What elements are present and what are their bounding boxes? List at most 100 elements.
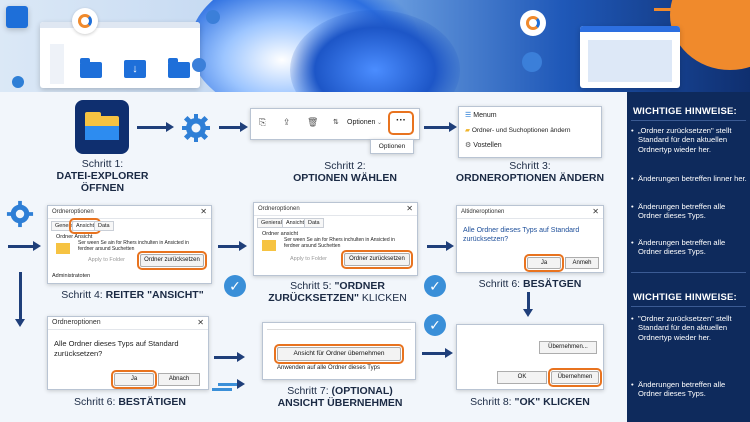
dialog-footer-step8: Übernehmen... OK Übernehmen (456, 324, 604, 390)
hint-item: "Ordner zurücksetzen" stellt Standard fü… (631, 314, 748, 342)
gear-icon (182, 114, 210, 142)
footer-label: Administratoten (52, 273, 91, 279)
reset-folders-button[interactable]: Ordner zurücksetzen (137, 251, 207, 270)
explorer-toolbar: ⎘ ⇪ 🗑 ⇅ Optionen ⌄ ··· (250, 108, 420, 140)
folder-options-dialog-step5: Ordneroptionen✕ Genieral Ansicht Data Or… (253, 202, 418, 276)
yes-button[interactable]: Ja (524, 254, 564, 272)
description-text: Ser ween Se ain for Rhers inchulten in A… (284, 237, 395, 249)
hints-title: WICHTIGE HINWEISE: (633, 292, 737, 303)
confirm-dialog-step6b: Ordneroptionen✕ Alle Ordner dieses Typs … (47, 316, 209, 390)
flow-arrow (427, 241, 454, 251)
flow-arrow (218, 241, 247, 251)
hint-item: Änderungen betreffen alle Ordner dieses … (631, 380, 748, 399)
step6b-caption: Schritt 6: BESTÄTIGEN (73, 396, 187, 408)
check-icon: ✓ (424, 314, 446, 336)
share-icon[interactable]: ⇪ (283, 117, 291, 127)
apply-small-button[interactable]: Übernehmen... (539, 341, 597, 354)
confirm-message: Alle Ordner dieses Typs auf Standard zur… (54, 339, 179, 358)
sidebar-strip (50, 44, 64, 84)
apply-to-folder-button[interactable]: Apply to Folder (290, 256, 327, 262)
menu-item-folder-search-options[interactable]: ▰ Ordner- und Suchoptionen ändern (465, 127, 571, 134)
divider (267, 325, 411, 330)
description-text: Ser ween Se ain for Rhers inchulten in A… (78, 240, 189, 252)
yes-button[interactable]: Ja (111, 370, 157, 389)
gear-icon (206, 10, 220, 24)
folder-options-dialog-step4: Ordneroptionen✕ General Ansicht Data Ord… (47, 205, 212, 284)
reset-folders-button[interactable]: Ordner zurücksetzen (341, 250, 413, 269)
gear-icon (522, 52, 542, 72)
gear-icon: ⚙ (465, 142, 472, 149)
flow-arrow-down (523, 292, 533, 317)
toolbar-options-label[interactable]: Optionen (347, 119, 376, 126)
menu-item-menum[interactable]: ☰ Menum (465, 112, 497, 119)
windows-logo-icon (6, 6, 28, 28)
hint-item: „Ordner zurücksetzen" stellt Standard fü… (631, 126, 748, 154)
menu-item-vostellen[interactable]: ⚙ Vostellen (465, 142, 502, 149)
hints-panel: WICHTIGE HINWEISE: „Ordner zurücksetzen"… (627, 92, 750, 422)
folder-icon (80, 58, 102, 78)
download-icon: ↓ (124, 60, 146, 78)
explorer-illustration: ↓ (40, 22, 200, 88)
apply-button[interactable]: Übernehmen (548, 368, 602, 387)
cancel-button[interactable]: Anmeh (565, 257, 599, 269)
apply-view-panel: Ansicht für Ordner übernehmen Anwenden a… (262, 322, 416, 380)
cancel-button[interactable]: Abnach (158, 373, 200, 386)
sort-icon[interactable]: ⇅ (333, 119, 339, 126)
chevron-down-icon: ⌄ (377, 120, 383, 126)
folder-icon: ▰ (465, 127, 470, 134)
trash-icon[interactable]: 🗑 (307, 117, 319, 127)
group-label: Ordner Ansicht (56, 234, 93, 240)
flow-arrow-down (15, 272, 25, 327)
group-label: Ordner ansicht (262, 231, 299, 237)
flow-arrow (8, 241, 41, 251)
flow-arrow (424, 122, 457, 132)
gear-icon (192, 58, 206, 72)
divider (631, 306, 746, 307)
apply-to-folder-button[interactable]: Apply to Folder (88, 257, 125, 263)
divider (631, 272, 746, 273)
gear-icon (6, 200, 34, 228)
close-icon[interactable]: ✕ (592, 207, 599, 216)
hint-item: Änderungen betreffen linner her. (631, 174, 748, 184)
confirm-dialog-step6a: Altidneroptionen✕ Alle Ordner dieses Typ… (456, 205, 604, 273)
step8-caption: Schritt 8: "OK" KLICKEN (470, 396, 590, 408)
apply-description: Anwenden auf alle Ordner dieses Typs (277, 365, 380, 371)
flow-arrow (219, 122, 248, 132)
more-options-button[interactable]: ··· (388, 111, 414, 135)
step2-caption: Schritt 2: OPTIONEN WÄHLEN (293, 160, 397, 184)
folder-icon (56, 243, 70, 254)
close-icon[interactable]: ✕ (197, 318, 204, 327)
step1-caption: Schritt 1: DATEI-EXPLORER ÖFFNEN (56, 158, 149, 194)
divider (631, 120, 746, 121)
step4-caption: Schritt 4: REITER "ANSICHT" (61, 289, 204, 301)
flow-arrow (422, 348, 453, 358)
hint-item: Änderungen betreffen alle Ordner dieses … (631, 202, 748, 221)
step6a-caption: Schritt 6: BESÄTGEN (478, 278, 582, 290)
folder-icon (262, 240, 276, 251)
copy-icon[interactable]: ⎘ (259, 117, 267, 127)
gear-icon (12, 76, 24, 88)
window-illustration (580, 26, 680, 88)
check-icon: ✓ (224, 275, 246, 297)
folder-icon (168, 58, 190, 78)
tab-data[interactable]: Data (94, 221, 114, 231)
header-banner: ↓ (0, 0, 750, 92)
flow-arrow-back (212, 388, 232, 391)
close-icon[interactable]: ✕ (406, 204, 413, 213)
decor-line (654, 8, 694, 11)
chart-badge-icon (520, 10, 546, 36)
check-icon: ✓ (424, 275, 446, 297)
tab-data[interactable]: Data (304, 218, 324, 228)
step7-caption: Schritt 7: (OPTIONAL) ANSICHT ÜBERNEHMEN (277, 385, 403, 409)
options-menu: ☰ Menum ▰ Ordner- und Suchoptionen änder… (458, 106, 602, 158)
apply-view-to-folders-button[interactable]: Ansicht für Ordner übernehmen (274, 344, 404, 364)
options-popup-item[interactable]: Optionen (370, 139, 414, 154)
confirm-message: Alle Ordner dieses Typs auf Standard zur… (463, 227, 580, 243)
flow-arrow (137, 122, 174, 132)
chart-badge-icon (72, 8, 98, 34)
hints-title: WICHTIGE HINWEISE: (633, 106, 737, 117)
flow-arrow (218, 379, 245, 389)
ok-button[interactable]: OK (497, 371, 547, 384)
close-icon[interactable]: ✕ (200, 207, 207, 216)
step5-caption: Schritt 5: "ORDNER ZURÜCKSETZEN" KLICKEN (268, 280, 407, 304)
